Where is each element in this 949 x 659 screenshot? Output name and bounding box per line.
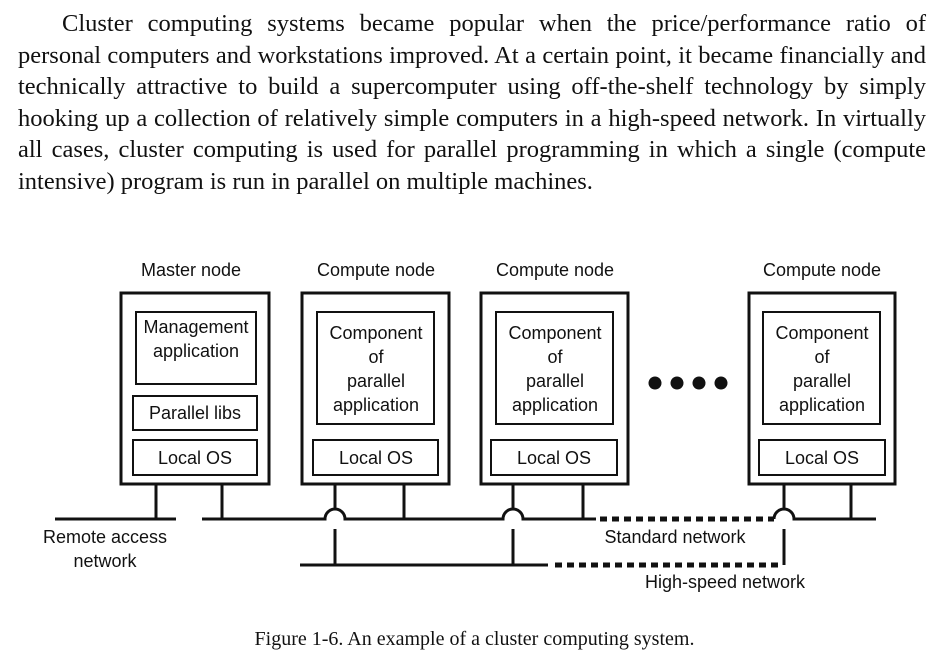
- master-node-title: Master node: [141, 260, 241, 280]
- compute-node-1-box: [300, 291, 451, 486]
- compute-node-2-label-line2: of: [547, 347, 563, 367]
- parallel-libs-label: Parallel libs: [149, 403, 241, 423]
- compute-node-3-component-box: [762, 311, 881, 425]
- compute-node-1-title: Compute node: [317, 260, 435, 280]
- standard-network-line-end: [772, 507, 876, 521]
- compute-node-3-label-line2: of: [814, 347, 830, 367]
- ellipsis-dot: [714, 376, 728, 390]
- compute-node-3-label-line4: application: [779, 395, 865, 415]
- compute-node-1-label-line4: application: [333, 395, 419, 415]
- compute-node-2-label-line3: parallel: [526, 371, 584, 391]
- management-app-box: [135, 311, 257, 385]
- compute-node-1-local-os-label: Local OS: [339, 448, 413, 468]
- ellipsis-dot: [692, 376, 706, 390]
- standard-network-label: Standard network: [604, 527, 746, 547]
- compute-node-3-label-line3: parallel: [793, 371, 851, 391]
- compute-node-2-title: Compute node: [496, 260, 614, 280]
- compute-node-3-local-os-box: [758, 439, 886, 476]
- compute-node-2-label-line4: application: [512, 395, 598, 415]
- standard-network-line: [202, 507, 596, 521]
- compute-node-3-label-line1: Component: [775, 323, 868, 343]
- compute-node-1-label-line2: of: [368, 347, 384, 367]
- parallel-libs-box: [132, 395, 258, 431]
- compute-node-3-title: Compute node: [763, 260, 881, 280]
- compute-node-2-local-os-label: Local OS: [517, 448, 591, 468]
- ellipsis-dot: [670, 376, 684, 390]
- compute-node-3-local-os-label: Local OS: [785, 448, 859, 468]
- compute-node-1-label-line1: Component: [329, 323, 422, 343]
- compute-node-3-box: [747, 291, 897, 486]
- figure-caption: Figure 1-6. An example of a cluster comp…: [254, 628, 695, 650]
- ellipsis-dot: [648, 376, 662, 390]
- compute-node-1-local-os-box: [312, 439, 439, 476]
- compute-node-2-box: [479, 291, 630, 486]
- remote-access-label-line2: network: [73, 551, 137, 571]
- master-local-os-box: [132, 439, 258, 476]
- management-app-label-line2: application: [153, 341, 239, 361]
- high-speed-network-label: High-speed network: [645, 572, 806, 592]
- remote-access-label-line1: Remote access: [43, 527, 167, 547]
- compute-node-1-component-box: [316, 311, 435, 425]
- compute-node-2-label-line1: Component: [508, 323, 601, 343]
- compute-node-2-local-os-box: [490, 439, 618, 476]
- body-paragraph: Cluster computing systems became popular…: [18, 10, 926, 195]
- master-local-os-label: Local OS: [158, 448, 232, 468]
- compute-node-2-component-box: [495, 311, 614, 425]
- compute-node-1-label-line3: parallel: [347, 371, 405, 391]
- management-app-label-line1: Management: [143, 317, 248, 337]
- master-node-box: [119, 291, 271, 486]
